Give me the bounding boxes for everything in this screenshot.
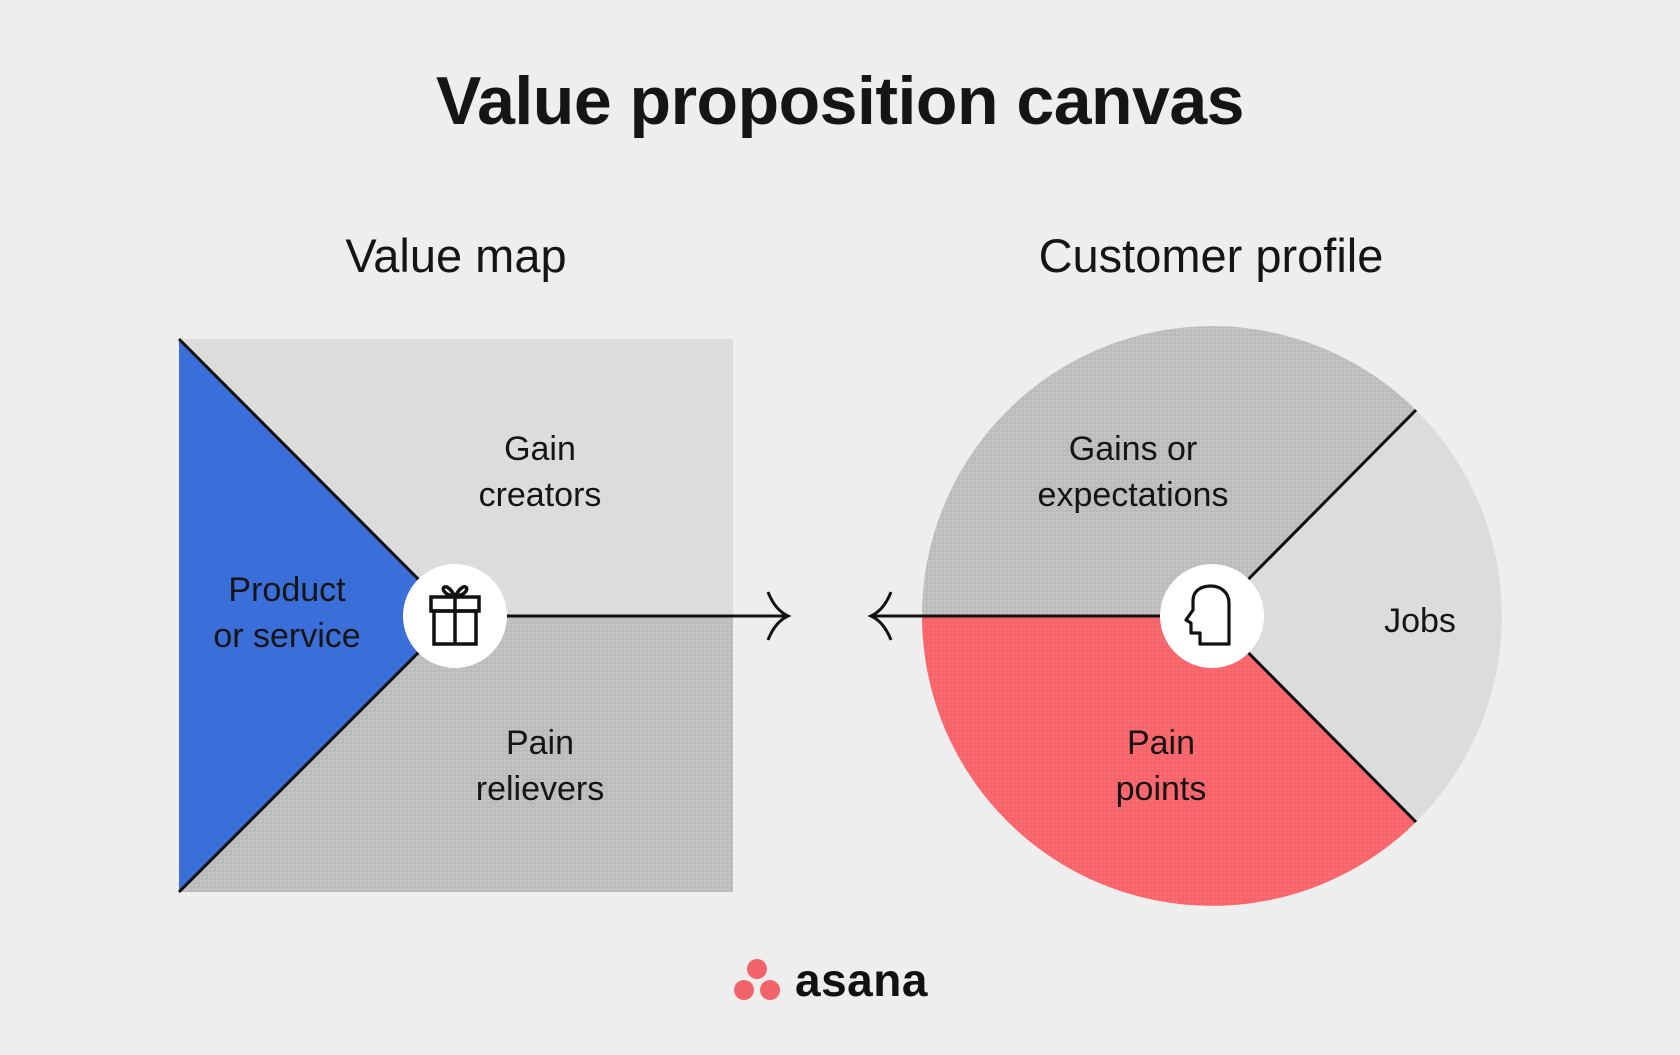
- head-profile-icon: [1184, 584, 1231, 646]
- gains-area: [922, 326, 1416, 616]
- value-map-heading: Value map: [345, 229, 567, 282]
- pain-points-line2: points: [1115, 770, 1207, 808]
- arrow-left-icon: [867, 591, 893, 641]
- pain-relievers-line2: relievers: [475, 770, 605, 808]
- asana-dots-icon: [734, 959, 780, 1000]
- jobs-label: Jobs: [1384, 602, 1456, 640]
- gains-expectations-label: Gains or expectations: [983, 426, 1283, 518]
- pain-points-label: Pain points: [1011, 720, 1311, 812]
- product-triangle: [179, 339, 455, 892]
- arrow-right-icon: [766, 591, 792, 641]
- pain-relievers-label: Pain relievers: [390, 720, 690, 812]
- pain-relievers-line1: Pain: [505, 724, 575, 762]
- asana-logo: asana: [733, 954, 928, 1006]
- brand-name: asana: [795, 954, 928, 1006]
- customer-profile: [867, 326, 1502, 906]
- gain-creators-line1: Gain: [504, 430, 576, 468]
- product-label-line2: or service: [213, 617, 361, 655]
- customer-badge: [1160, 564, 1264, 668]
- page-title: Value proposition canvas: [435, 63, 1245, 139]
- product-or-service-label: Product or service: [137, 567, 437, 659]
- gift-icon: [429, 585, 481, 646]
- gains-line1: Gains or: [1068, 430, 1198, 468]
- gains-line2: expectations: [1037, 476, 1229, 514]
- value-map: [177, 337, 792, 894]
- product-label-line1: Product: [228, 571, 346, 609]
- customer-profile-heading: Customer profile: [1038, 229, 1384, 282]
- gain-creators-line2: creators: [478, 476, 602, 514]
- pain-points-line1: Pain: [1126, 724, 1196, 762]
- gain-creators-label: Gain creators: [390, 426, 690, 518]
- jobs-area: [1212, 410, 1502, 822]
- pain-points-area: [922, 616, 1416, 906]
